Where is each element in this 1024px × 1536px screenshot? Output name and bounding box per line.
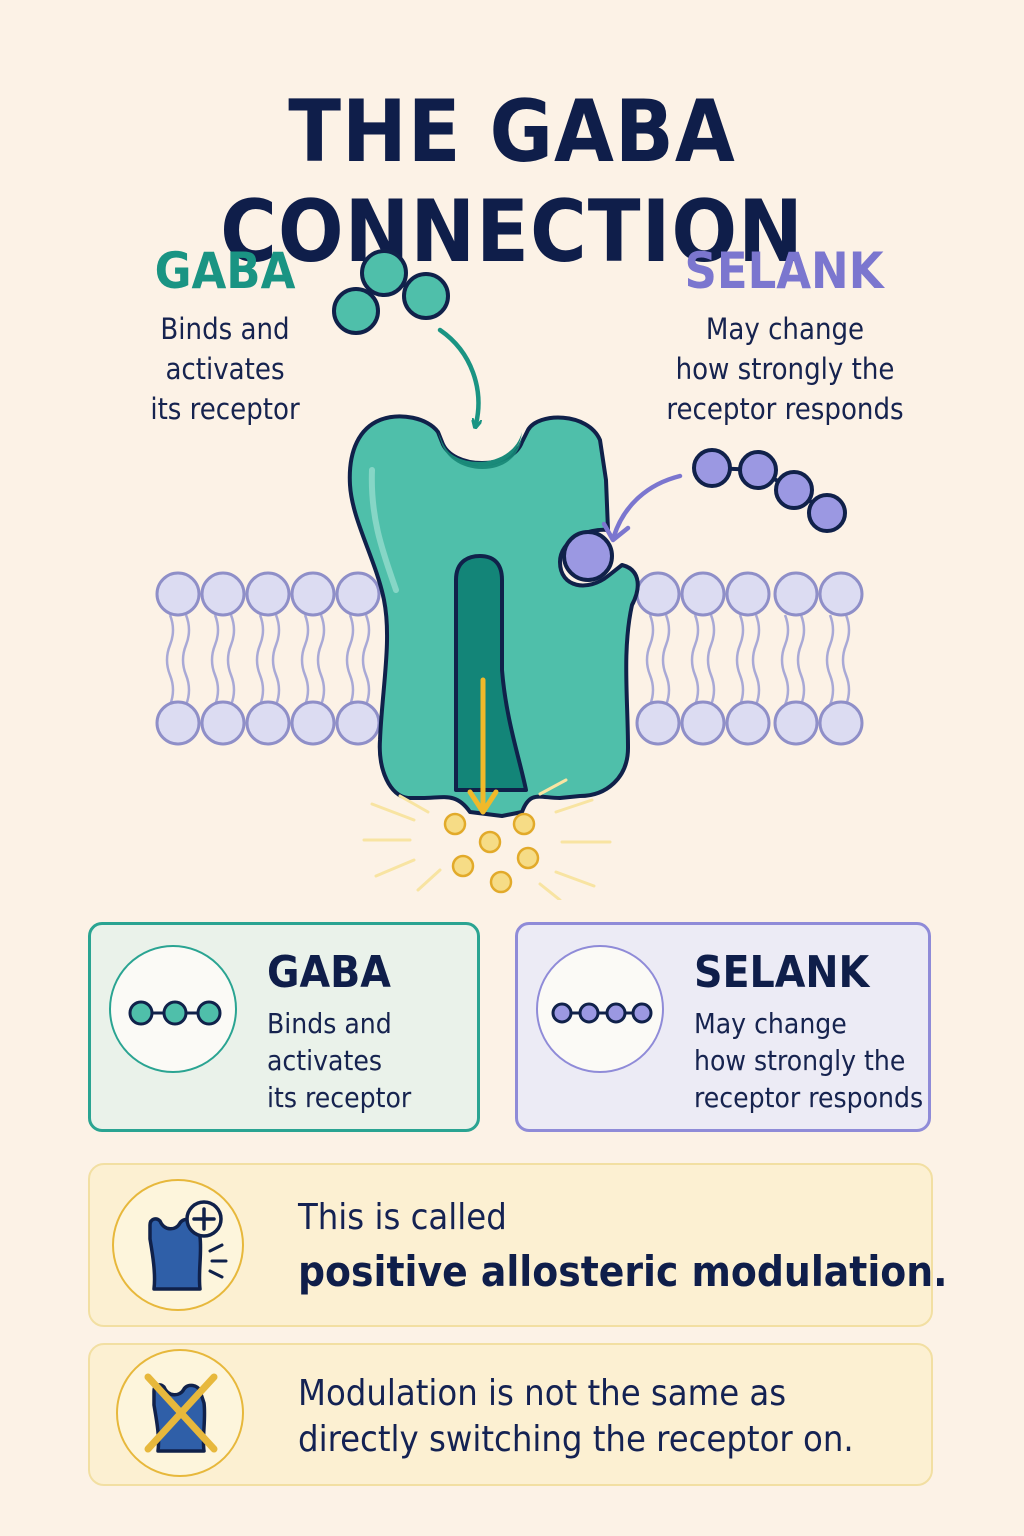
selank-label: SELANK: [684, 242, 884, 300]
page-title: THE GABA CONNECTION: [220, 82, 804, 282]
gaba-card-line: Binds and: [267, 1007, 392, 1040]
selank-description-line: how strongly the: [675, 352, 895, 386]
selank-card-text: May change how strongly the receptor res…: [694, 1005, 923, 1116]
selank-binding-site: [562, 530, 614, 582]
receptor-diagram: [155, 249, 864, 900]
modulation-note-lead: This is called: [298, 1197, 507, 1238]
selank-card-title: SELANK: [694, 947, 870, 998]
gaba-description: Binds and activates its receptor: [110, 309, 340, 429]
gaba-card-line: activates: [267, 1044, 382, 1077]
gaba-card-line: its receptor: [267, 1081, 412, 1114]
selank-card: SELANK May change how strongly the recep…: [515, 922, 931, 1132]
gaba-description-line: activates: [165, 352, 285, 386]
caution-note-line: directly switching the receptor on.: [298, 1419, 854, 1460]
cell-membrane-left-heads: [155, 571, 381, 746]
selank-molecule-icon: [536, 945, 664, 1073]
receptor-crossed-icon-graphic: [144, 1373, 218, 1453]
modulation-note-term: positive allosteric modulation.: [298, 1247, 948, 1296]
gaba-card-text: Binds and activates its receptor: [267, 1005, 411, 1116]
cell-membrane-right-heads: [635, 571, 864, 746]
selank-description-line: receptor responds: [666, 392, 904, 426]
caution-note-text: Modulation is not the same as directly s…: [298, 1371, 854, 1463]
caution-note: Modulation is not the same as directly s…: [88, 1343, 933, 1486]
gaba-card: GABA Binds and activates its receptor: [88, 922, 480, 1132]
selank-description-line: May change: [705, 312, 865, 346]
selank-card-line: receptor responds: [694, 1081, 924, 1114]
gaba-card-title: GABA: [267, 947, 391, 998]
caution-note-line: Modulation is not the same as: [298, 1373, 787, 1414]
selank-binding-arrow: [611, 473, 683, 539]
gaba-description-line: its receptor: [150, 392, 300, 426]
selank-description: May change how strongly the receptor res…: [640, 309, 930, 429]
gaba-molecule: [332, 249, 450, 335]
cell-membrane-left: [165, 614, 371, 706]
gaba-label: GABA: [154, 242, 296, 300]
gaba-description-line: Binds and: [160, 312, 290, 346]
selank-card-line: May change: [694, 1007, 847, 1040]
selank-molecule: [692, 448, 847, 533]
ion-burst: [362, 778, 612, 900]
gaba-molecule-icon-graphic: [128, 1000, 222, 1026]
selank-card-line: how strongly the: [694, 1044, 906, 1077]
gaba-binding-arrow: [437, 327, 478, 424]
modulation-note: This is called positive allosteric modul…: [88, 1163, 947, 1327]
cell-membrane-right: [645, 614, 851, 706]
receptor-crossed-icon: [116, 1349, 244, 1477]
receptor-plus-icon-graphic: [148, 1200, 228, 1291]
gaba-molecule-icon: [109, 945, 237, 1073]
selank-molecule-icon-graphic: [551, 1002, 653, 1024]
ion-flow-arrow: [467, 677, 499, 815]
gaba-receptor: [347, 414, 640, 818]
receptor-plus-icon: [112, 1179, 244, 1311]
